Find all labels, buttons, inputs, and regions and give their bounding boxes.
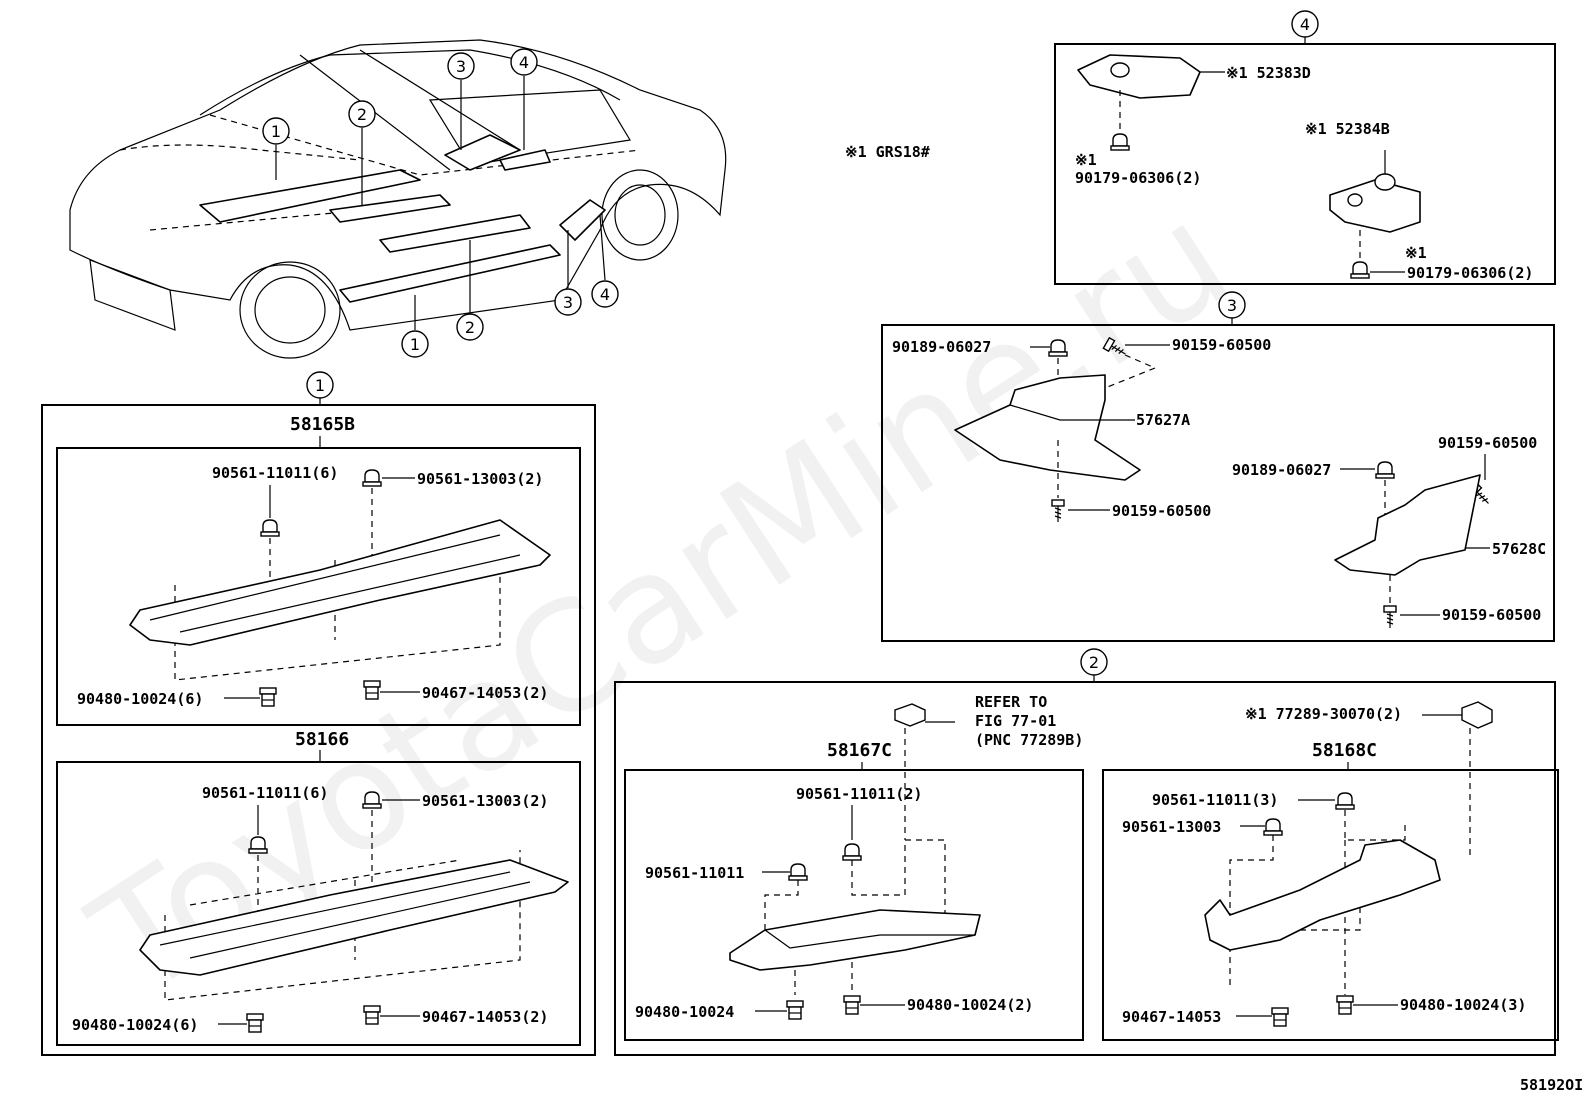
part-58168c-shape (1204, 839, 1441, 951)
label-90159-60500-d: 90159-60500 (1442, 606, 1541, 624)
section-2-frame (614, 681, 1556, 1056)
part-58165b-shape (129, 519, 551, 646)
label-58165b-nut-b: 90467-14053(2) (422, 684, 548, 702)
section-3: 3 90189-06027 90159-60500 57627A 90159-6… (881, 291, 1555, 642)
label-90159-60500-c: 90159-60500 (1438, 434, 1537, 452)
section-4-marker: 4 (1300, 15, 1310, 34)
label-90159-60500-b: 90159-60500 (1112, 502, 1211, 520)
label-58167c-nut-right: 90480-10024(2) (907, 996, 1033, 1014)
label-52384b: ※1 52384B (1305, 120, 1390, 138)
label-90159-60500-a: 90159-60500 (1172, 336, 1271, 354)
section-2-marker: 2 (1089, 653, 1099, 672)
label-58166-clip-b: 90561-13003(2) (422, 792, 548, 810)
title-58168c: 58168C (1312, 740, 1377, 761)
callout-3-top: 3 (456, 57, 466, 76)
callout-4-bottom: 4 (600, 285, 610, 304)
section-1-marker: 1 (315, 376, 325, 395)
label-58168c-nut-left: 90467-14053 (1122, 1008, 1221, 1026)
subframe-58165b (56, 447, 581, 726)
callout-2-top: 2 (357, 105, 367, 124)
title-58166: 58166 (295, 729, 349, 750)
subframe-58167c (624, 769, 1084, 1041)
section-4: 4 ※1 52383D ※1 90179-06306(2) ※1 52384B … (1054, 10, 1556, 285)
label-58168c-clip-top: 90561-11011(3) (1152, 791, 1278, 809)
label-90189-06027-a: 90189-06027 (892, 338, 991, 356)
part-57628c-shape (1334, 474, 1481, 576)
section-1: 1 58165B 90561-11011(6) 90561-13003(2) 9… (41, 371, 596, 1056)
label-58167c-clip-left: 90561-11011 (645, 864, 744, 882)
callout-2-bottom: 2 (465, 318, 475, 337)
label-57627a: 57627A (1136, 411, 1190, 429)
label-52383d: ※1 52383D (1226, 64, 1311, 82)
subframe-58166 (56, 761, 581, 1046)
section-2: 2 REFER TO FIG 77-01 (PNC 77289B) ※1 772… (614, 648, 1559, 1056)
subframe-58168c (1102, 769, 1559, 1041)
label-58168c-clip-mid: 90561-13003 (1122, 818, 1221, 836)
label-90189-06027-b: 90189-06027 (1232, 461, 1331, 479)
refer-text-1: REFER TO (975, 693, 1047, 711)
label-77289-30070: ※1 77289-30070(2) (1245, 705, 1402, 723)
part-58167c-shape (729, 909, 981, 971)
label-58166-nut-b: 90467-14053(2) (422, 1008, 548, 1026)
callout-1-bottom: 1 (410, 335, 420, 354)
label-clip-a-note: ※1 (1075, 151, 1097, 169)
refer-text-3: (PNC 77289B) (975, 731, 1083, 749)
label-58165b-clip-b: 90561-13003(2) (417, 470, 543, 488)
section-3-marker: 3 (1227, 296, 1237, 315)
label-57628c: 57628C (1492, 540, 1546, 558)
car-overview-illustration (69, 39, 727, 359)
label-58165b-nut-a: 90480-10024(6) (77, 690, 203, 708)
label-90179-06306-a: 90179-06306(2) (1075, 169, 1201, 187)
label-90179-06306-b: 90179-06306(2) (1407, 264, 1533, 282)
section-1-frame (41, 404, 596, 1056)
callout-1-top: 1 (271, 122, 281, 141)
label-58168c-nut-right: 90480-10024(3) (1400, 996, 1526, 1014)
title-58167c: 58167C (827, 740, 892, 761)
title-58165b: 58165B (290, 414, 355, 435)
part-52383d-shape (1077, 54, 1201, 99)
label-58166-clip-a: 90561-11011(6) (202, 784, 328, 802)
clip-77289-shape (1461, 701, 1493, 729)
part-52384b-shape (1329, 179, 1421, 233)
callout-3-bottom: 3 (563, 293, 573, 312)
clip-77289b-shape (894, 703, 926, 727)
overview-callouts: 1 2 3 4 1 2 3 4 (262, 48, 619, 358)
refer-text-2: FIG 77-01 (975, 712, 1056, 730)
label-58167c-nut-left: 90480-10024 (635, 1003, 734, 1021)
label-58166-nut-a: 90480-10024(6) (72, 1016, 198, 1034)
label-58165b-clip-a: 90561-11011(6) (212, 464, 338, 482)
label-clip-b-note: ※1 (1405, 244, 1427, 262)
part-58166-shape (139, 859, 569, 976)
model-note: ※1 GRS18# (845, 143, 930, 161)
callout-4-top: 4 (519, 53, 529, 72)
label-58167c-clip-top: 90561-11011(2) (796, 785, 922, 803)
page-code: 58192OI (1520, 1076, 1583, 1094)
section-4-frame (1054, 43, 1556, 285)
section-3-frame (881, 324, 1555, 642)
